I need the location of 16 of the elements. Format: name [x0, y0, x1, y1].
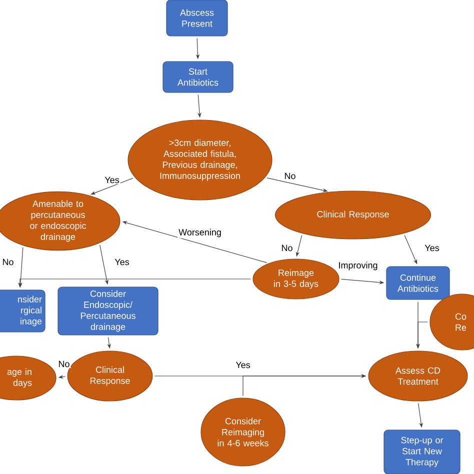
edge-label: No	[280, 244, 294, 252]
process-box: Abscess Present	[166, 0, 228, 36]
edge-label: Yes	[114, 258, 130, 266]
edge-label: Yes	[104, 176, 120, 184]
edge-label: Improving	[337, 260, 379, 272]
edge-label: No	[1, 258, 15, 266]
process-box: Start Antibiotics	[162, 61, 234, 93]
edge-label: Worsening	[178, 228, 222, 238]
process-box: nsider rgical inage	[0, 290, 46, 332]
edge-label: No	[57, 360, 71, 368]
edge-label: Yes	[424, 244, 440, 252]
process-box: Consider Endoscopic/ Percutaneous drainage	[58, 286, 158, 336]
process-box: Continue Antibiotics	[386, 266, 450, 300]
process-box: Step-up or Start New Therapy	[384, 430, 460, 474]
edge-label: No	[283, 172, 297, 180]
edge-label: Yes	[234, 360, 252, 370]
